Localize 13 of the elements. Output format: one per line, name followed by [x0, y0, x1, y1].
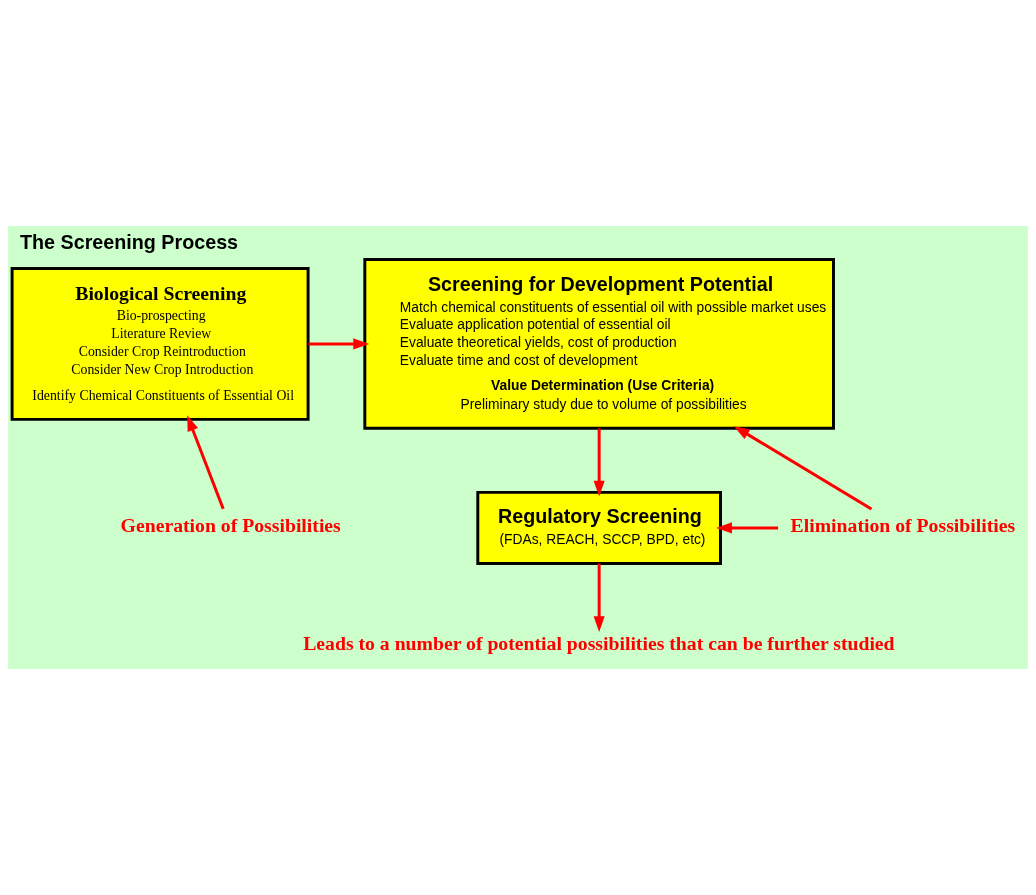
diagram-title: The Screening Process [19, 230, 239, 253]
arrow [733, 426, 873, 511]
node-text: Leads to a number of potential possibilities that can be further studied [303, 632, 895, 655]
arrow [593, 563, 605, 632]
node-text: Elimination of Possibilities [790, 513, 1016, 536]
arrow [716, 522, 779, 534]
node-box: Biological Screening Bio-prospecting Literature Review Consider Crop Reintroduction Consider New Crop Introduction Identify Chemical Constituents of Essential Oil [10, 266, 310, 421]
arrow [187, 415, 225, 510]
node-box: Regulatory Screening (FDAs, REACH, SCCP, BPD, etc) [476, 490, 722, 565]
arrow [593, 428, 605, 497]
node-box: Screening for Development Potential Match chemical constituents of essential oil with possible market uses Evaluate application potential of essential oil Evaluate theoretical yields, cost of production Evaluate time and cost of development Value Determination (Use Criteria) Preliminary study due to volume of possibilities [363, 258, 835, 430]
node-text: Generation of Possibilities [120, 513, 341, 536]
arrow [308, 338, 370, 350]
